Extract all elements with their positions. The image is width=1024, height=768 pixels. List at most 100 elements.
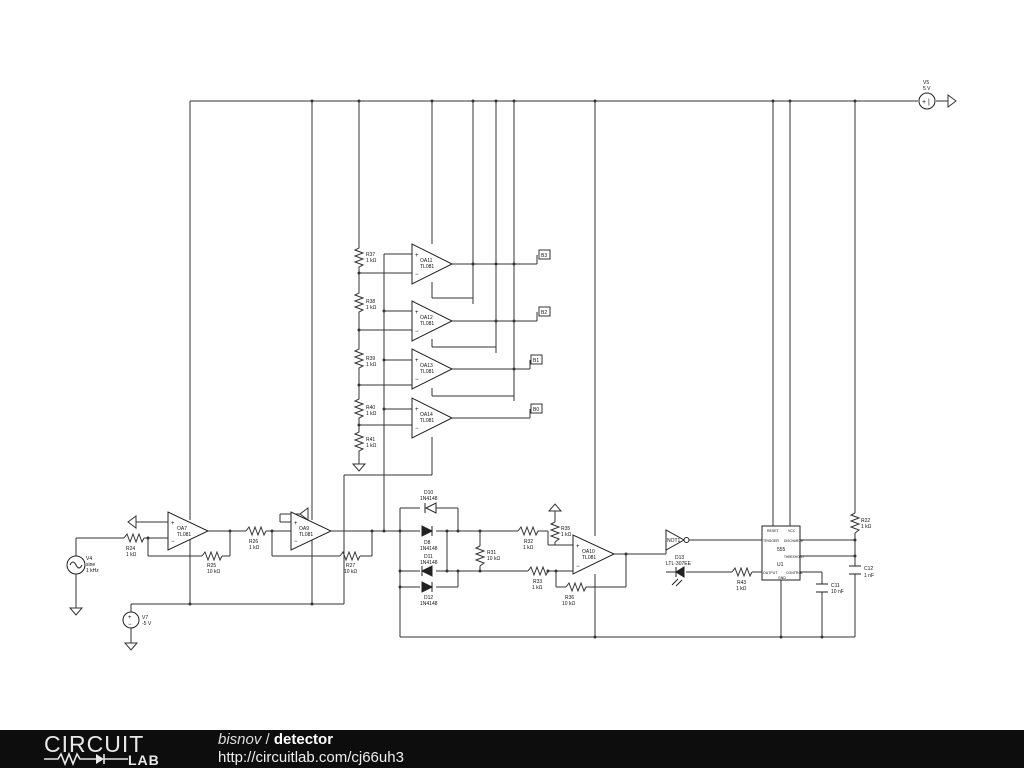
svg-text:+: +: [415, 407, 419, 413]
footer-bar: CIRCUIT LAB bisnov / detector http://cir…: [0, 730, 1024, 768]
not1-ref: NOT1: [667, 538, 681, 544]
r37-value: 1 kΩ: [366, 258, 377, 264]
svg-text:+: +: [415, 253, 419, 259]
u1-pin-vcc: VCC: [788, 529, 796, 533]
r38-value: 1 kΩ: [366, 305, 377, 311]
r43-value: 1 kΩ: [736, 586, 747, 592]
svg-text:−: −: [415, 377, 419, 383]
v5-value: 5 V: [923, 86, 931, 92]
r24-ref: R24: [126, 546, 135, 552]
input-resistors: R24 1 kΩ R25 10 kΩ R26 1 kΩ R27 10 kΩ: [123, 525, 361, 575]
v7-value: -5 V: [142, 621, 152, 627]
d13-part: LTL-307EE: [666, 561, 692, 567]
logo-wordmark-top: CIRCUIT: [44, 731, 145, 757]
u1-pin-gnd: GND: [778, 576, 786, 580]
oa10-ref: OA10: [582, 549, 595, 555]
d8-ref: D8: [424, 540, 431, 546]
timer-passives: R22 1 kΩ C11 10 nF C12 1 nF: [816, 512, 874, 595]
title-separator: /: [261, 731, 274, 748]
wires: [75, 100, 948, 643]
u1-pin-discharge: DISCHARGE: [784, 539, 803, 543]
oa10-part: TL081: [582, 555, 596, 561]
u1-pin-reset: RESET: [767, 529, 780, 533]
r31-value: 10 kΩ: [487, 556, 500, 562]
svg-text:+: +: [415, 310, 419, 316]
d11-ref: D11: [424, 554, 433, 560]
timer-555-u1: RESET VCC TRIGGER DISCHARGE 555 THRESHOL…: [761, 525, 804, 581]
voltage-source-v5: + | V5 5 V: [918, 80, 957, 110]
r31-ref: R31: [487, 550, 496, 556]
svg-text:−: −: [576, 564, 580, 570]
u1-pin-threshold: THRESHOLD: [784, 555, 804, 559]
opamp-oa9: +− OA9 TL081: [290, 511, 333, 551]
r43-ref: R43: [737, 580, 746, 586]
reference-grounds: [127, 507, 309, 529]
output-b2: B2: [541, 310, 547, 316]
r22-ref: R22: [861, 518, 870, 524]
comparator-oa11: + − OA11 TL081: [411, 243, 454, 285]
svg-text:−: −: [415, 426, 419, 432]
output-b1: B1: [533, 358, 539, 364]
r32-value: 1 kΩ: [523, 545, 534, 551]
r25-ref: R25: [207, 563, 216, 569]
v4-freq: 1 kHz: [86, 568, 99, 574]
r38-ref: R38: [366, 299, 375, 305]
oa9-ref: OA9: [299, 526, 309, 532]
oa13-ref: OA13: [420, 363, 433, 369]
resistor-diode-icon: [44, 752, 128, 766]
c11-value: 10 nF: [831, 589, 844, 595]
svg-text:−: −: [128, 622, 132, 628]
project-name[interactable]: detector: [273, 731, 334, 748]
led-d13: D13 LTL-307EE: [666, 555, 692, 587]
svg-text:−: −: [415, 272, 419, 278]
resistor-r43: R43 1 kΩ: [731, 566, 753, 592]
sine-source-v4: V4 sine 1 kHz: [66, 555, 99, 616]
u1-part: 555: [777, 547, 786, 553]
circuit-title: bisnov / detector: [218, 731, 333, 749]
oa11-ref: OA11: [420, 258, 433, 264]
circuit-url[interactable]: http://circuitlab.com/cj66uh3: [218, 749, 404, 766]
comparator-oa13: +− OA13 TL081: [411, 348, 454, 390]
d12-part: 1N4148: [420, 601, 438, 607]
svg-text:+: +: [128, 615, 132, 621]
d12-ref: D12: [424, 595, 433, 601]
not-gate-not1: NOT1: [665, 529, 690, 551]
c11-ref: C11: [831, 583, 840, 589]
comparator-oa14: +− OA14 TL081: [411, 397, 454, 439]
stage3-resistors: R31 10 kΩ R32 1 kΩ R33 1 kΩ R35 1 kΩ R36…: [474, 503, 587, 607]
d8-part: 1N4148: [420, 546, 438, 552]
r35-value: 1 kΩ: [561, 532, 572, 538]
oa14-part: TL081: [420, 418, 434, 424]
c12-ref: C12: [864, 566, 873, 572]
author-link[interactable]: bisnov: [218, 731, 262, 748]
r36-value: 10 kΩ: [562, 601, 575, 607]
d10-ref: D10: [424, 490, 433, 496]
opamp-oa10: + − OA10 TL081: [572, 534, 616, 575]
oa7-part: TL081: [177, 532, 191, 538]
oa11-part: TL081: [420, 264, 434, 270]
r36-ref: R36: [565, 595, 574, 601]
u1-pin-control: CONTROL: [786, 571, 803, 575]
r39-ref: R39: [366, 356, 375, 362]
svg-text:+: +: [294, 521, 298, 527]
r41-value: 1 kΩ: [366, 443, 377, 449]
r41-ref: R41: [366, 437, 375, 443]
svg-text:−: −: [415, 329, 419, 335]
svg-text:+: +: [171, 521, 175, 527]
oa12-part: TL081: [420, 321, 434, 327]
junctions: [146, 99, 857, 639]
r33-ref: R33: [533, 579, 542, 585]
u1-pin-output: OUTPUT: [763, 571, 778, 575]
r25-value: 10 kΩ: [207, 569, 220, 575]
oa12-ref: OA12: [420, 315, 433, 321]
r40-value: 1 kΩ: [366, 411, 377, 417]
opamp-oa7: +− OA7 TL081: [167, 511, 210, 551]
output-b3: B3: [541, 253, 547, 259]
svg-text:+: +: [576, 544, 580, 550]
v7-ref: V7: [142, 615, 148, 621]
u1-ref: U1: [777, 562, 784, 568]
r40-ref: R40: [366, 405, 375, 411]
c12-value: 1 nF: [864, 573, 874, 579]
v4-type: sine: [86, 562, 95, 568]
circuitlab-logo[interactable]: CIRCUIT LAB: [44, 731, 204, 768]
